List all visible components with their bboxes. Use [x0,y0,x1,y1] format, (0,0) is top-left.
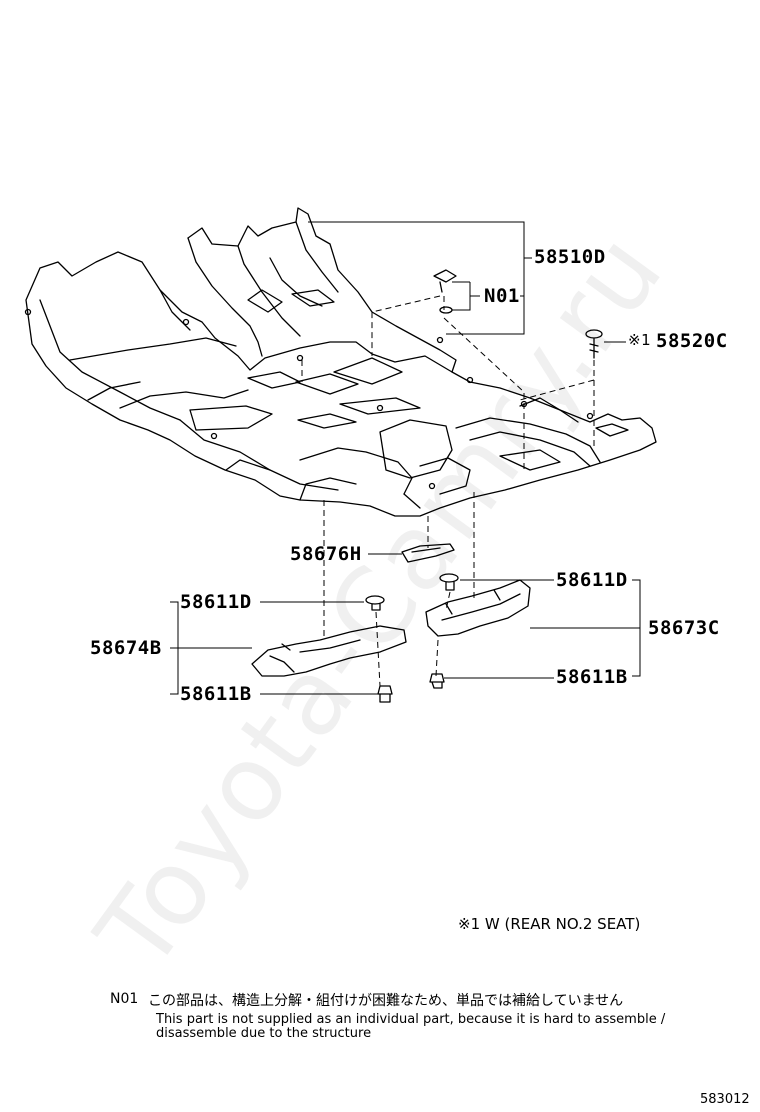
label-58611D-right[interactable]: 58611D [556,569,628,591]
floor-carpet-assembly [25,251,657,517]
label-58673C[interactable]: 58673C [648,617,720,639]
label-58520C[interactable]: 58520C [656,330,728,352]
n01-note-english-line2: disassemble due to the structure [156,1026,372,1041]
label-N01[interactable]: N01 [484,285,520,307]
label-58611B-right[interactable]: 58611B [556,666,628,688]
part-58611D-left-clip [365,595,385,611]
part-58611D-right-clip [439,573,459,591]
label-58510D[interactable]: 58510D [534,246,606,268]
footnote-1: ※1 W (REAR NO.2 SEAT) [458,915,641,933]
n01-note-english-line1: This part is not supplied as an individu… [156,1012,666,1027]
part-58611B-left-clip [377,685,393,703]
label-58674B[interactable]: 58674B [90,637,162,659]
carpet-front-section [187,207,457,373]
label-58611B-left[interactable]: 58611B [180,683,252,705]
part-N01-clip [433,269,457,314]
label-58520C-mark: ※1 [628,331,652,349]
label-58611D-left[interactable]: 58611D [180,591,252,613]
n01-note-code: N01 [110,991,139,1007]
n01-note-japanese: この部品は、構造上分解・組付けが困難なため、単品では補給していません [148,993,624,1009]
part-58674B-support [251,625,407,677]
label-58676H[interactable]: 58676H [290,543,362,565]
part-58673C-support [425,579,531,637]
diagram-number: 583012 [700,1092,750,1107]
part-58676H-bracket [401,543,455,563]
part-58611B-right-clip [429,673,445,689]
part-58520C-screw [585,329,603,359]
